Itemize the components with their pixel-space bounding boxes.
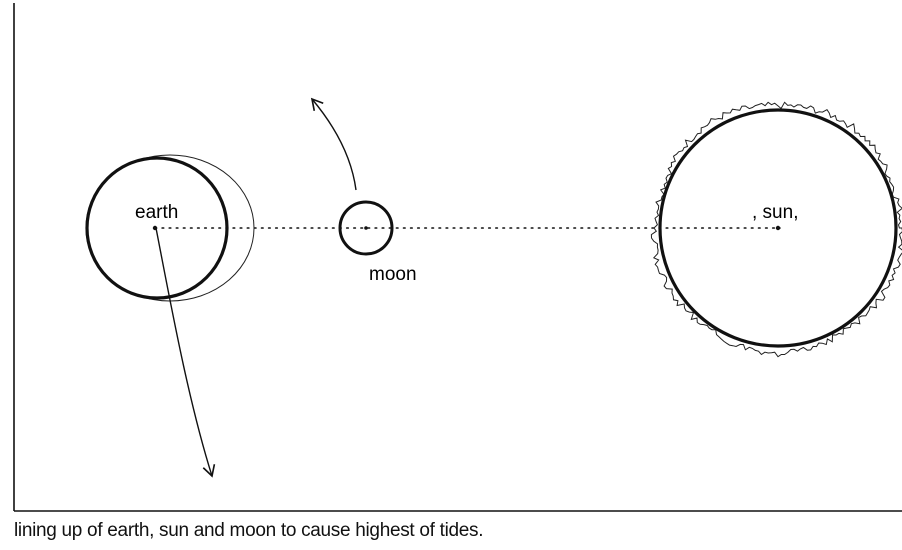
moon-label: moon — [369, 264, 417, 285]
earth-rotation-arrow — [156, 228, 212, 476]
moon-center-dot — [364, 226, 368, 230]
tides-diagram: earth moon , sun, — [0, 0, 902, 520]
moon-orbit-arrow — [312, 99, 356, 190]
sun-center-dot — [776, 226, 780, 230]
sun — [651, 102, 902, 356]
sun-label: , sun, — [752, 202, 798, 223]
caption: lining up of earth, sun and moon to caus… — [14, 520, 483, 542]
diagram-border — [14, 3, 902, 511]
earth-label: earth — [135, 202, 178, 223]
